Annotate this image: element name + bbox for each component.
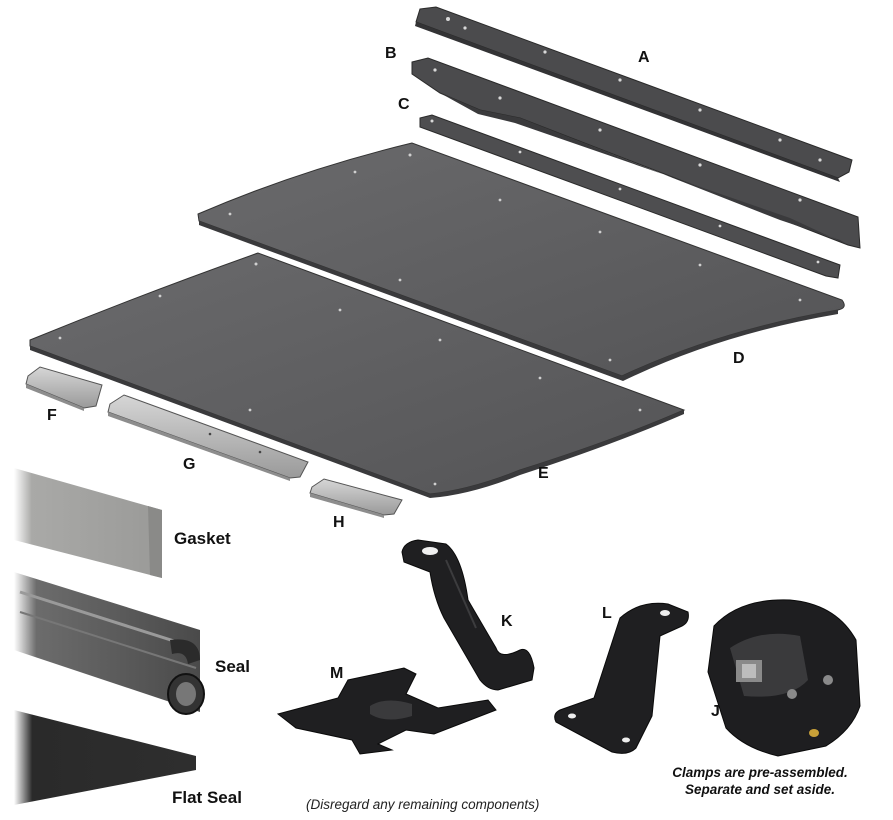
label-f: F (47, 407, 57, 424)
part-k-bracket (401, 539, 535, 691)
part-e-panel (29, 252, 686, 498)
label-m: M (330, 665, 344, 682)
label-d: D (733, 350, 745, 367)
part-g-plate (107, 394, 309, 481)
part-j-clamp (707, 599, 861, 757)
part-a-rail (415, 6, 853, 182)
label-j: J (711, 703, 720, 720)
label-c: C (398, 96, 410, 113)
part-d-panel (197, 142, 845, 381)
label-h: H (333, 514, 345, 531)
label-b: B (385, 45, 397, 62)
label-k: K (501, 613, 513, 630)
part-c-strip (419, 114, 841, 279)
clamps-note-line2: Separate and set aside. (684, 782, 836, 797)
disregard-note: (Disregard any remaining components) (306, 797, 540, 812)
label-seal: Seal (215, 657, 250, 676)
label-l: L (602, 605, 612, 622)
part-h-plate (309, 478, 403, 518)
part-l-bracket (554, 602, 689, 754)
flat-seal-part (14, 710, 196, 805)
part-f-plate (25, 366, 103, 411)
label-flat-seal: Flat Seal (172, 788, 242, 807)
part-m-plate (276, 667, 497, 755)
seal-part (14, 572, 205, 715)
part-b-rail (411, 57, 861, 249)
clamps-note: Clamps are pre-assembled. Separate and s… (655, 764, 865, 798)
label-gasket: Gasket (174, 529, 231, 548)
gasket-part (14, 468, 162, 578)
label-e: E (538, 465, 549, 482)
label-a: A (638, 49, 650, 66)
clamps-note-line1: Clamps are pre-assembled. (672, 765, 848, 780)
label-g: G (183, 456, 196, 473)
